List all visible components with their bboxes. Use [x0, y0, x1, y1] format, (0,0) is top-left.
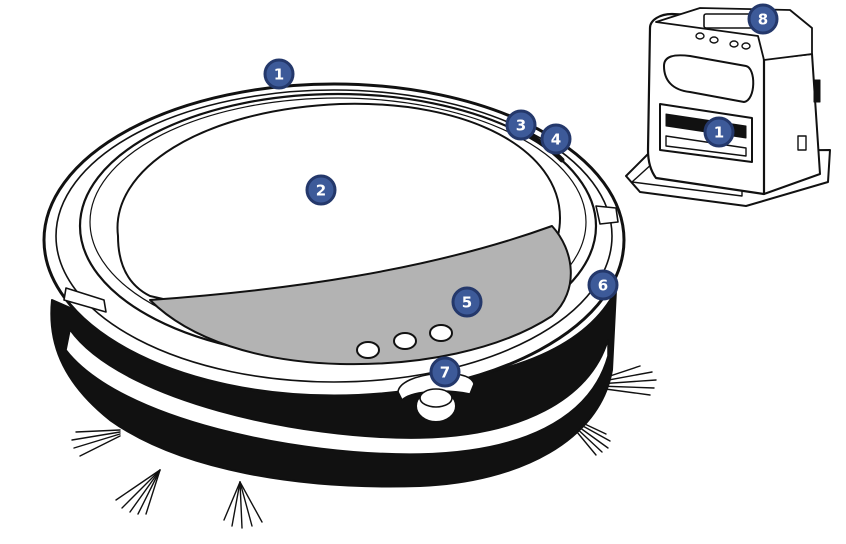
panel-button-3[interactable] — [430, 325, 452, 341]
svg-text:8: 8 — [758, 11, 768, 29]
front-wheel-hub — [420, 389, 452, 407]
docking-station — [626, 8, 830, 206]
bumper-notch-right — [596, 206, 618, 224]
callout-robot-top-edge: 1 — [265, 60, 293, 88]
callout-robot-control-panel: 5 — [453, 288, 481, 316]
dock-power-switch[interactable] — [798, 136, 806, 150]
svg-text:1: 1 — [274, 66, 284, 84]
panel-button-2[interactable] — [394, 333, 416, 349]
callout-robot-sensor-b: 4 — [542, 125, 570, 153]
svg-text:4: 4 — [551, 131, 561, 149]
dock-body-side — [758, 54, 820, 194]
callout-dock-display: 8 — [749, 5, 777, 33]
dock-button-3[interactable] — [730, 41, 738, 47]
dock-button-2[interactable] — [710, 37, 718, 43]
svg-text:3: 3 — [516, 117, 526, 135]
svg-text:6: 6 — [598, 277, 608, 295]
svg-text:7: 7 — [440, 364, 450, 382]
callout-robot-sensor-a: 3 — [507, 111, 535, 139]
panel-button-1[interactable] — [357, 342, 379, 358]
svg-text:1: 1 — [714, 124, 724, 142]
dock-button-1[interactable] — [696, 33, 704, 39]
svg-text:5: 5 — [462, 294, 472, 312]
dock-side-port — [814, 80, 820, 102]
dock-button-4[interactable] — [742, 43, 750, 49]
callout-robot-lid: 2 — [307, 176, 335, 204]
svg-text:2: 2 — [316, 182, 326, 200]
callout-robot-side-bumper: 6 — [589, 271, 617, 299]
callout-dock-contacts: 1 — [705, 118, 733, 146]
callout-robot-front-wheel: 7 — [431, 358, 459, 386]
